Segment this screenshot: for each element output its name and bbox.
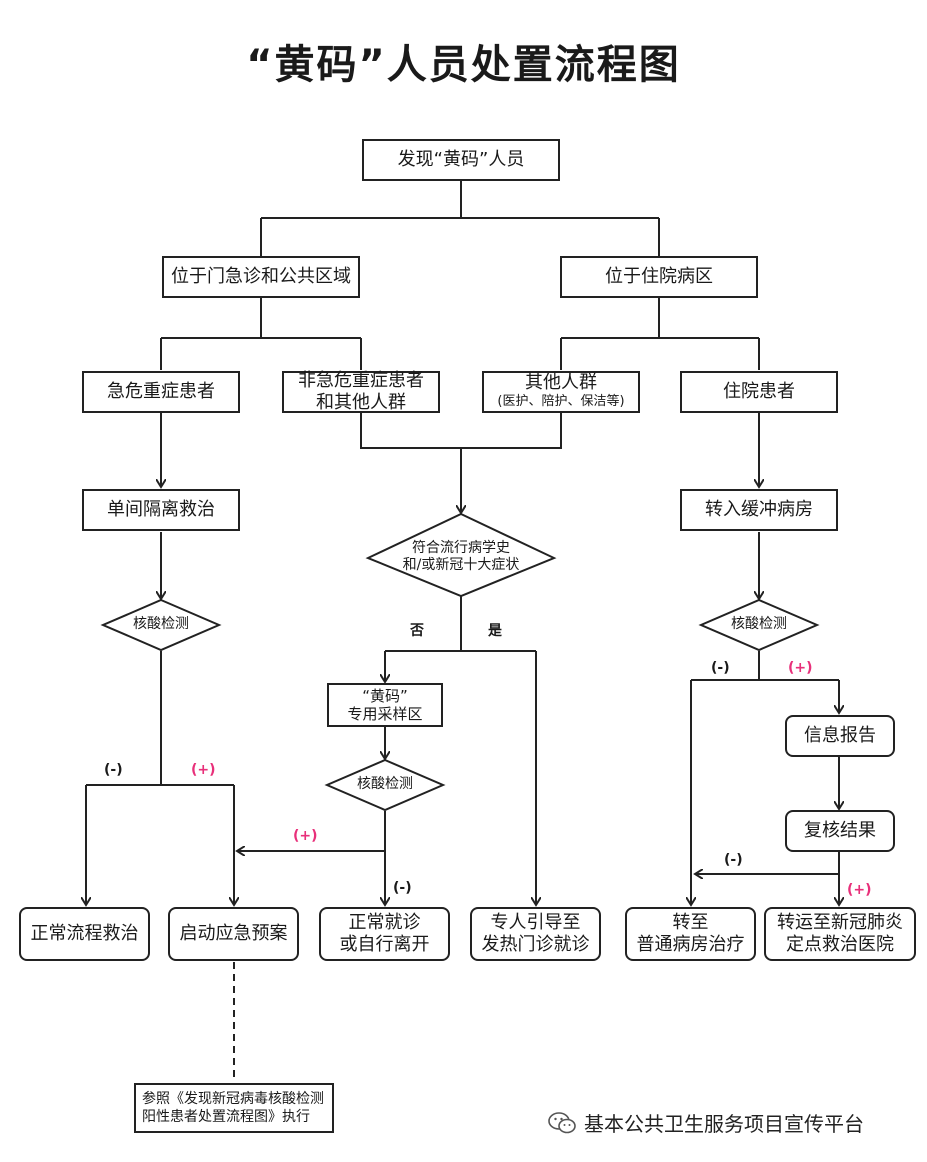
designated-hospital-line1: 转运至新冠肺炎 [777, 912, 903, 933]
label-recheck-positive: (+) [847, 882, 872, 898]
label-right-negative: (-) [711, 660, 730, 676]
decision-epidemiology-line1: 符合流行病学史 [412, 540, 510, 556]
reference-line1: 参照《发现新冠病毒核酸检测 [142, 1091, 324, 1107]
page-title: “黄码”人员处置流程图 [246, 42, 681, 88]
label-left-positive: (+) [191, 762, 216, 778]
normal-rescue-node: 正常流程救治 [19, 907, 150, 961]
yellow-area-line2: 专用采样区 [347, 705, 423, 723]
inpatient-area-node: 位于住院病区 [560, 256, 758, 298]
label-right-positive: (+) [788, 660, 813, 676]
single-room-node: 单间隔离救治 [82, 489, 240, 531]
noncritical-line2: 和其他人群 [316, 392, 406, 413]
other-people-line1: 其他人群 [525, 372, 597, 393]
fever-clinic-line1: 专人引导至 [490, 912, 581, 933]
general-ward-line2: 普通病房治疗 [636, 934, 745, 955]
decision-epidemiology-line2: 和/或新冠十大症状 [402, 557, 520, 573]
label-no: 否 [410, 623, 424, 639]
yellow-area-line1: “黄码” [362, 687, 408, 705]
start-node: 发现“黄码”人员 [362, 139, 560, 181]
inpatients-node: 住院患者 [680, 371, 838, 413]
fever-clinic-line2: 发热门诊就诊 [481, 934, 590, 955]
normal-visit-line2: 或自行离开 [339, 934, 430, 955]
recheck-node: 复核结果 [785, 810, 895, 852]
fever-clinic-node: 专人引导至发热门诊就诊 [470, 907, 601, 961]
emergency-plan-node: 启动应急预案 [168, 907, 299, 961]
yellow-sampling-area-node: “黄码”专用采样区 [327, 683, 443, 727]
footer-text: 基本公共卫生服务项目宣传平台 [584, 1112, 864, 1136]
decision-test-left: 核酸检测 [133, 616, 189, 632]
designated-hospital-node: 转运至新冠肺炎定点救治医院 [764, 907, 916, 961]
noncritical-line1: 非急危重症患者 [298, 370, 424, 391]
label-left-negative: (-) [104, 762, 123, 778]
label-yes: 是 [488, 623, 502, 639]
normal-visit-line1: 正常就诊 [348, 912, 421, 933]
outpatient-area-node: 位于门急诊和公共区域 [162, 256, 360, 298]
other-people-line2: (医护、陪护、保洁等) [497, 394, 625, 409]
reference-note-node: 参照《发现新冠病毒核酸检测阳性患者处置流程图》执行 [134, 1083, 334, 1133]
general-ward-node: 转至普通病房治疗 [625, 907, 756, 961]
decision-test-mid: 核酸检测 [357, 776, 413, 792]
critical-patients-node: 急危重症患者 [82, 371, 240, 413]
label-mid-positive: (+) [293, 828, 318, 844]
other-people-node: 其他人群(医护、陪护、保洁等) [482, 371, 640, 413]
noncritical-node: 非急危重症患者和其他人群 [282, 370, 440, 413]
normal-visit-node: 正常就诊或自行离开 [319, 907, 450, 961]
reference-line2: 阳性患者处置流程图》执行 [142, 1109, 310, 1125]
label-mid-negative: (-) [393, 880, 412, 896]
decision-epidemiology: 符合流行病学史 和/或新冠十大症状 [392, 540, 530, 574]
buffer-ward-node: 转入缓冲病房 [680, 489, 838, 531]
designated-hospital-line2: 定点救治医院 [786, 934, 894, 955]
general-ward-line1: 转至 [672, 912, 709, 933]
label-recheck-negative: (-) [724, 852, 743, 868]
info-report-node: 信息报告 [785, 715, 895, 757]
footer-watermark: 基本公共卫生服务项目宣传平台 [548, 1108, 864, 1137]
wechat-icon [548, 1111, 576, 1133]
decision-test-right: 核酸检测 [731, 616, 787, 632]
